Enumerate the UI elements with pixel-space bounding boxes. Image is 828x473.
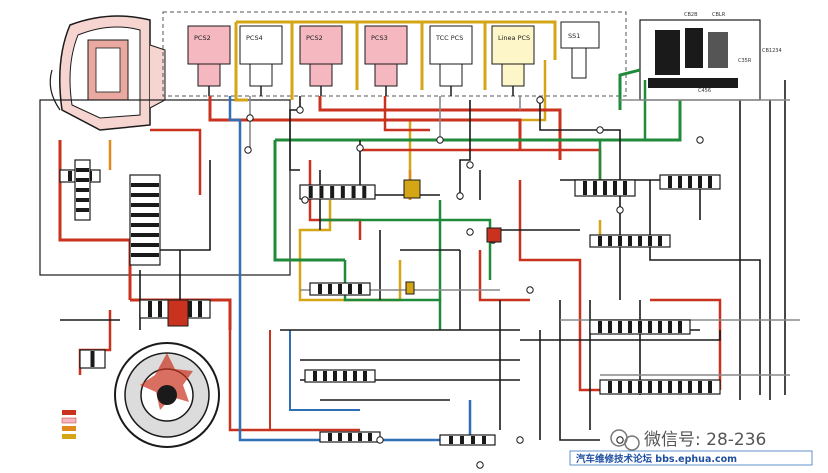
line-red-7: [228, 330, 360, 432]
check-ball-12: [696, 136, 704, 144]
spool-valve-2: [309, 282, 371, 296]
legend: [61, 410, 77, 439]
spool-valve-3: [304, 369, 376, 383]
line-black-28: [649, 180, 700, 261]
orifice-component-1: [403, 179, 421, 199]
solenoid-label-1: PCS2: [194, 34, 211, 42]
line-red-1: [208, 96, 522, 150]
line-black-7: [520, 330, 721, 341]
clutch-label-3: C35R: [738, 58, 752, 64]
check-ball-9: [296, 106, 304, 114]
valve-body-frame: [39, 99, 291, 276]
line-red-10: [308, 160, 362, 240]
line-blue-3: [289, 330, 360, 411]
solenoid-group: PCS2 PCS4 PCS2 PCS3 TCC PCS Linea PCS: [187, 25, 535, 96]
line-black-11: [700, 259, 761, 395]
spool-valve-6: [574, 179, 636, 197]
oil-pump: [114, 342, 220, 448]
watermark-sub: 汽车维修技术论坛 bbs.ephua.com: [576, 453, 737, 465]
line-black-26: [160, 160, 211, 251]
watermark-main: 微信号: 28-236: [644, 430, 766, 450]
check-ball-11: [596, 126, 604, 134]
solenoid-5: TCC PCS: [429, 25, 473, 96]
clutch-label-5: CB1234: [762, 48, 782, 54]
line-black-8: [559, 300, 600, 441]
line-red-4: [58, 140, 132, 300]
hydraulic-lines: [58, 20, 800, 442]
line-black-3: [459, 100, 471, 200]
torque-converter: [49, 15, 166, 131]
check-ball-13: [616, 206, 624, 214]
check-ball-20: [476, 461, 484, 469]
check-ball-18: [376, 436, 384, 444]
pressure-regulator: [167, 299, 189, 327]
spool-valve-9: [599, 379, 721, 395]
spool-valve-11: [129, 174, 161, 266]
line-black-4: [539, 100, 621, 300]
check-ball-19: [616, 436, 624, 444]
solenoid-label-2: PCS4: [246, 34, 263, 42]
solenoid-6: Linea PCS: [491, 25, 535, 96]
check-ball-15: [301, 196, 309, 204]
clutch-label-1: CB2B: [684, 12, 698, 18]
spool-valve-15: [74, 159, 91, 221]
solenoid-4: PCS3: [364, 25, 408, 96]
solenoid-block-frame: [162, 11, 627, 97]
line-green-2: [275, 100, 682, 142]
spool-valve-1: [299, 184, 376, 200]
spool-valve-5: [439, 434, 496, 446]
line-green-6: [320, 218, 492, 280]
check-ball-17: [516, 436, 524, 444]
line-green-3: [343, 260, 442, 330]
solenoid-3: PCS2: [299, 25, 343, 96]
watermark: 微信号: 28-236 汽车维修技术论坛 bbs.ephua.com: [569, 429, 813, 466]
clutch-label-4: C456: [698, 88, 711, 94]
check-ball-14: [536, 96, 544, 104]
line-red-12: [650, 298, 722, 390]
check-ball-16: [466, 228, 474, 236]
solenoid-label-3: PCS2: [306, 34, 323, 42]
solenoid-1: PCS2: [187, 25, 231, 96]
line-yellow-8: [298, 200, 402, 302]
check-balls: [167, 96, 704, 469]
line-red-11: [478, 250, 530, 302]
solenoid-label-4: PCS3: [371, 34, 388, 42]
check-ball-10: [246, 114, 254, 122]
orifice-component-2: [405, 281, 415, 295]
check-ball-4: [466, 161, 474, 169]
check-ball-2: [436, 136, 444, 144]
line-red-3: [383, 96, 430, 132]
check-ball-3: [356, 144, 364, 152]
ss1-label: SS1: [568, 32, 580, 40]
ss1-solenoid: SS1: [560, 21, 600, 79]
line-black-1: [289, 96, 301, 171]
accumulator-1: [486, 227, 502, 243]
feed-line-yellow-1: [234, 22, 248, 102]
spool-valve-10: [659, 174, 721, 190]
check-ball-1: [244, 146, 252, 154]
check-ball-5: [456, 192, 464, 200]
line-green-1: [273, 140, 345, 262]
spool-valve-4: [319, 431, 381, 443]
line-blue-1: [228, 96, 250, 442]
spool-valve-7: [589, 234, 671, 248]
clutch-label-2: CBLR: [712, 12, 726, 18]
solenoid-2: PCS4: [239, 25, 283, 96]
spool-valve-13: [79, 349, 106, 369]
line-red-14: [150, 128, 202, 195]
feed-line-yellow-2: [236, 20, 557, 60]
spool-valve-8: [589, 319, 691, 335]
solenoid-label-6: Linea PCS: [498, 34, 530, 42]
line-red-9: [518, 180, 680, 392]
solenoid-label-5: TCC PCS: [435, 34, 463, 42]
check-ball-8: [526, 286, 534, 294]
spool-valves: [59, 159, 721, 446]
